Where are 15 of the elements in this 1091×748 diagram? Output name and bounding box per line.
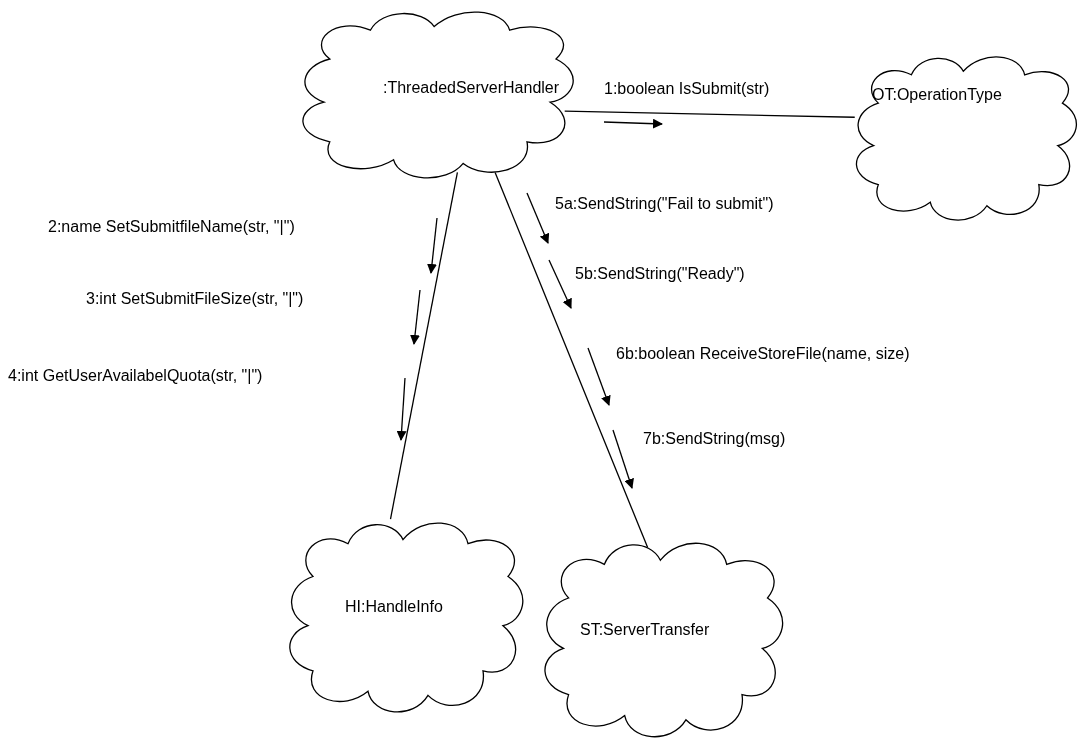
object-name: HI:HandleInfo: [345, 598, 443, 616]
message-label: 2:name SetSubmitfileName(str, "|"): [48, 218, 295, 236]
message-label: 3:int SetSubmitFileSize(str, "|"): [86, 290, 304, 308]
message-label: 4:int GetUserAvailabelQuota(str, "|"): [8, 367, 263, 385]
message-label: 5a:SendString("Fail to submit"): [555, 195, 774, 213]
message-label: 7b:SendString(msg): [643, 430, 786, 448]
message-label: 6b:boolean ReceiveStoreFile(name, size): [616, 345, 910, 363]
link-line: [564, 110, 856, 118]
object-name: ST:ServerTransfer: [580, 621, 710, 639]
link-line: [494, 171, 649, 549]
message-label: 1:boolean IsSubmit(str): [604, 80, 770, 98]
object-name: OT:OperationType: [872, 86, 1002, 104]
object-name: :ThreadedServerHandler: [383, 79, 560, 97]
message-label: 5b:SendString("Ready"): [575, 265, 745, 283]
link-line: [389, 171, 459, 520]
